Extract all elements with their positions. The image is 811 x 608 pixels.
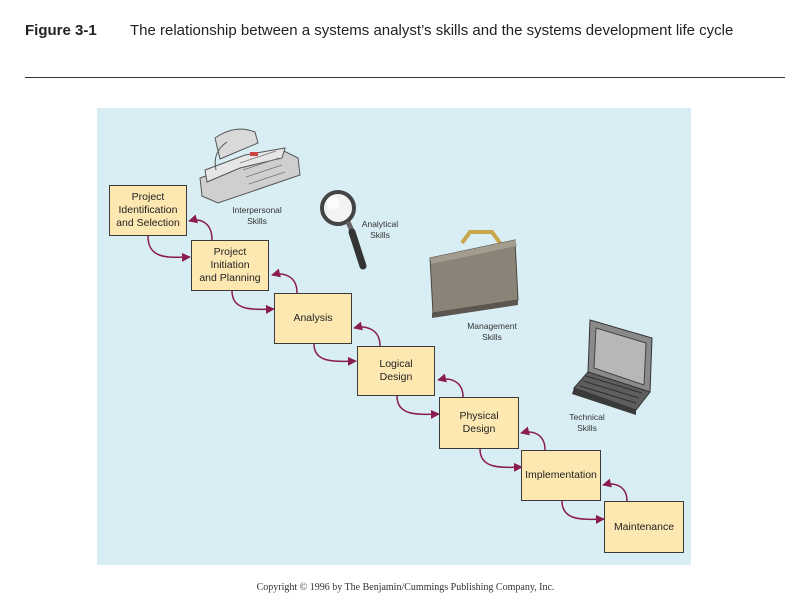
figure-label: Figure 3-1 bbox=[25, 22, 97, 39]
progression-arrows bbox=[147, 235, 605, 524]
stage-project-initiation-and-planning: Project Initiation and Planning bbox=[191, 240, 269, 291]
figure-header: Figure 3-1 The relationship between a sy… bbox=[0, 0, 811, 80]
laptop-icon bbox=[572, 319, 653, 415]
telephone-icon bbox=[199, 128, 301, 204]
briefcase-icon bbox=[429, 230, 519, 318]
skill-label-management: Management Skills bbox=[467, 321, 517, 342]
skill-label-interpersonal: Interpersonal Skills bbox=[232, 205, 282, 226]
figure-caption: The relationship between a systems analy… bbox=[130, 22, 734, 39]
copyright-notice: Copyright © 1996 by The Benjamin/Cumming… bbox=[256, 582, 555, 593]
feedback-arrows bbox=[188, 214, 628, 502]
skill-label-technical: Technical Skills bbox=[569, 412, 605, 433]
stage-logical-design: Logical Design bbox=[357, 346, 435, 396]
stage-analysis: Analysis bbox=[274, 293, 352, 344]
stage-implementation: Implementation bbox=[521, 450, 601, 501]
stage-maintenance: Maintenance bbox=[604, 501, 684, 553]
stage-project-identification-and-selection: Project Identification and Selection bbox=[109, 185, 187, 236]
magnifying-glass-icon bbox=[320, 190, 367, 270]
header-rule bbox=[25, 77, 785, 78]
skill-label-analytical: Analytical Skills bbox=[361, 219, 399, 240]
stage-physical-design: Physical Design bbox=[439, 397, 519, 449]
